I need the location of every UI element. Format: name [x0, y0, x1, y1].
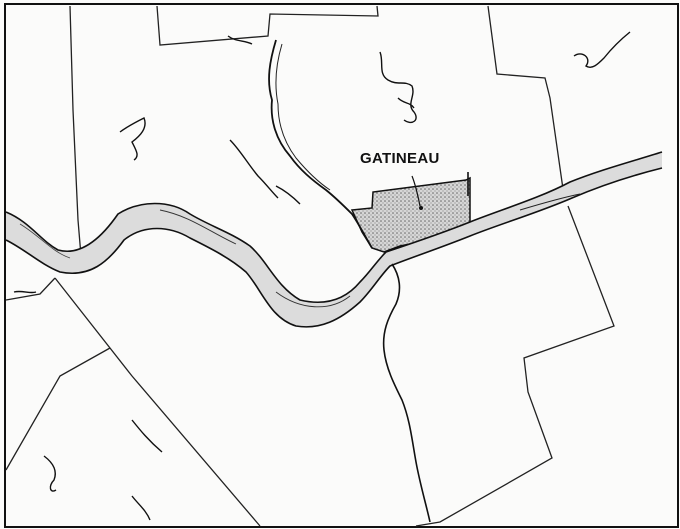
ottawa-river	[5, 151, 663, 328]
boundary-diagonal	[54, 277, 261, 527]
lake-top	[227, 35, 253, 45]
region-boundaries	[5, 5, 615, 527]
lake-west-1	[119, 117, 146, 161]
boundary-lower-left	[5, 277, 56, 301]
lake-west-2	[229, 139, 279, 199]
boundary-top-box	[156, 5, 379, 46]
label-leader-dot	[419, 206, 423, 210]
right-stream	[519, 193, 581, 211]
map-border	[4, 3, 679, 528]
boundary-right-lower	[415, 205, 615, 527]
lake-northeast	[573, 31, 631, 68]
gatineau-river	[268, 39, 373, 249]
south-river	[382, 263, 431, 523]
lake-left-edge	[13, 290, 37, 294]
boundary-left-vertical	[69, 5, 83, 269]
lake-south-2	[43, 455, 57, 492]
boundary-right-top	[487, 5, 565, 197]
lake-north-1	[379, 51, 417, 124]
lake-west-3	[275, 185, 301, 205]
lakes	[13, 31, 631, 521]
label-leader	[411, 175, 421, 207]
lake-south-3	[131, 495, 151, 521]
boundary-lower-left-2	[5, 347, 111, 471]
gatineau-river-bank	[275, 43, 331, 191]
lake-south-1	[131, 419, 163, 453]
gatineau-label: GATINEAU	[360, 150, 440, 167]
